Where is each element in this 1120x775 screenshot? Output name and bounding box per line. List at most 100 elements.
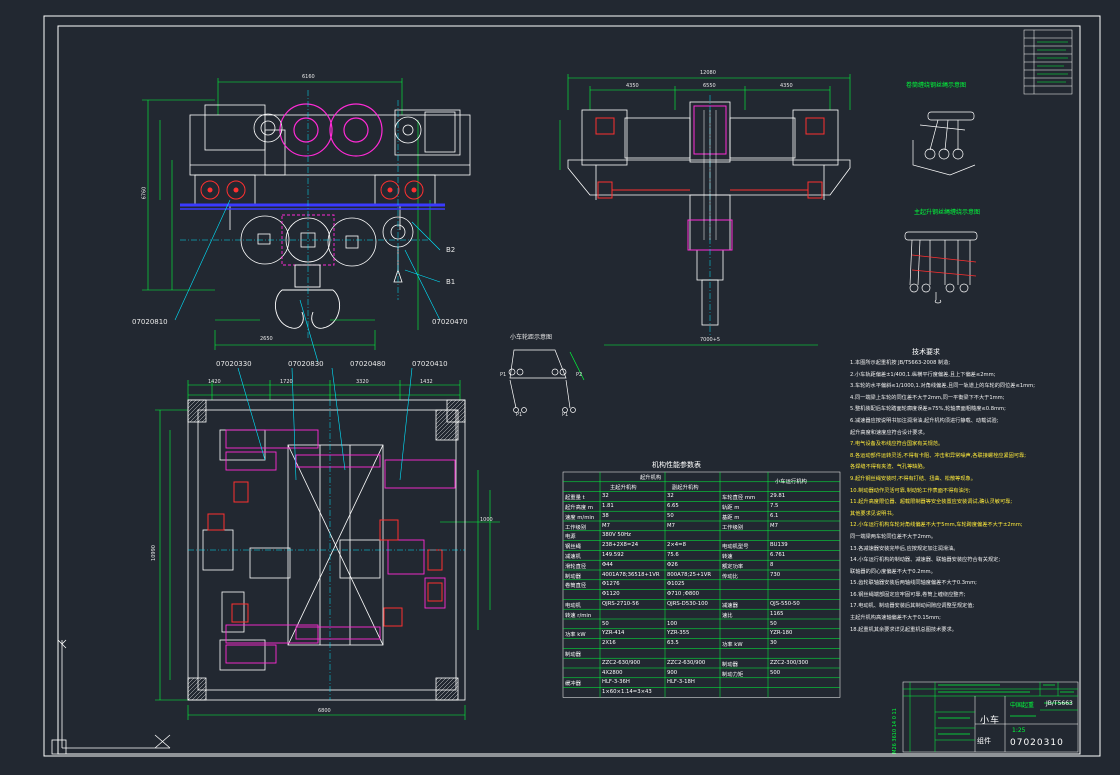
ucs-icon — [51, 639, 171, 755]
table-cell: 50 — [667, 512, 674, 519]
table-cell: YZR-414 — [602, 630, 625, 637]
dim-plan-b: 1720 — [280, 379, 293, 385]
table-cell: 传动比 — [722, 573, 738, 580]
table-cell: 63.5 — [667, 640, 679, 647]
tech-note-line: 起升高度和速度应符合设计要求。 — [850, 429, 928, 436]
tech-note-line: 10.制动器动作灵活可靠,制动轮工作表面不得有油污; — [850, 487, 971, 494]
table-cell: 50 — [770, 620, 777, 627]
revision-block — [1023, 29, 1073, 95]
table-cell: 4001A78;36518+1VR — [602, 571, 660, 578]
table-cell: 500 — [770, 669, 781, 676]
table-cell: Φ1120 — [602, 591, 620, 598]
table-cell: 转速 r/min — [565, 612, 592, 619]
parameter-table-grid — [562, 471, 841, 698]
dim-plan-a: 1420 — [208, 379, 221, 385]
dim-front-bottom: 2650 — [260, 336, 273, 342]
dim-plan-right: 1000 — [480, 517, 493, 523]
sheave-bottom-title: 主起升钢丝绳缠绕示意图 — [914, 209, 981, 216]
callout-07020830: 07020830 — [288, 360, 324, 368]
tech-note-line: 联轴器的同心度偏差不大于0.2mm。 — [850, 568, 936, 575]
side-view — [559, 74, 851, 346]
tech-note-line: 9.起升钢丝绳安装时,不得有打结、扭曲、松散等现象。 — [850, 475, 976, 482]
table-cell: 电源 — [565, 534, 576, 541]
table-cell: Φ44 — [602, 561, 613, 568]
tech-note-line: 1.本图所示起重机按 JB/T5663-2008 制造; — [850, 360, 951, 366]
title-std: JB/T5663 — [1046, 700, 1073, 707]
table-cell: Φ1276 — [602, 581, 620, 588]
dim-front-left: 6760 — [141, 186, 148, 200]
table-cell: ZZC2-630/900 — [602, 659, 641, 666]
table-cell: 800A78;25+1VR — [667, 571, 712, 578]
tech-notes-title: 技术要求 — [912, 348, 940, 356]
table-cell: 1×60×1.14=3×43 — [602, 689, 652, 696]
callout-07020810: 07020810 — [132, 318, 168, 326]
inner-border — [57, 25, 1081, 755]
wheel-label-p3: P1 — [516, 412, 523, 418]
table-cell: 30 — [770, 640, 777, 647]
tech-note-line: 4.同一端梁上车轮的同位差不大于2mm,同一平衡梁下不大于1mm; — [850, 394, 1005, 401]
table-cell: 缓冲器 — [565, 681, 581, 688]
table-cell: 6.761 — [770, 551, 786, 558]
tech-note-line: 11.起升高度限位器、超载限制器等安全装置应安装调试,确认灵敏可靠; — [850, 499, 1013, 506]
table-cell: 4X2800 — [602, 669, 623, 676]
table-cell: HLF-3-18H — [667, 679, 695, 686]
table-cell: 50 — [602, 620, 609, 627]
table-cell: 卷筒直径 — [565, 583, 587, 590]
front-view — [142, 78, 471, 363]
outer-border — [43, 15, 1101, 757]
table-cell: 29.81 — [770, 493, 786, 500]
tech-note-line: 18.起重机其余要求详见起重机总图技术要求。 — [850, 626, 957, 633]
tech-note-line: 5.整机装配后车轮踏面轮廓度误差≥75%,轮轴表面粗糙度≤0.8mm; — [850, 406, 1006, 413]
table-cell: 额定功率 — [722, 563, 744, 570]
table-cell: 功率 kW — [565, 632, 586, 639]
tech-note-line: 12.小车运行机构车轮对角线偏差不大于5mm,车轮跨度偏差不大于±2mm; — [850, 522, 1023, 529]
table-cell: ZZC2-300/300 — [770, 659, 809, 666]
tech-note-line: 6.减速器应按说明书加注润滑油,起升机构须进行静载、动载试验; — [850, 417, 999, 424]
table-cell: 730 — [770, 571, 781, 578]
tech-note-line: 17.电动机、制动器安装后其制动间隙应调整至规定值; — [850, 603, 975, 610]
table-cell: 减速机 — [565, 553, 581, 560]
tech-note-line: 2.小车轨距偏差±1/400,1.纵横平行度偏差,且上下偏差≤2mm; — [850, 371, 996, 378]
table-cell: 滑轮直径 — [565, 563, 587, 570]
dim-plan-bottom: 6800 — [318, 708, 331, 714]
table-cell: Φ710 ;Φ800 — [667, 591, 700, 598]
table-cell: QJRS-2710-56 — [602, 600, 639, 607]
table-cell: 基距 m — [722, 514, 740, 521]
table-cell: 2X16 — [602, 640, 616, 647]
table-cell: 工作级别 — [722, 524, 744, 531]
dim-side-c: 4350 — [780, 83, 793, 89]
table-cell: 900 — [667, 669, 678, 676]
callout-07020480: 07020480 — [350, 360, 386, 368]
table-cell: 6.1 — [770, 512, 779, 519]
table-cell: M7 — [770, 522, 778, 529]
wheel-label-p1: P1 — [500, 372, 507, 378]
sheave-top-title: 卷筒缠绕钢丝绳示意图 — [906, 82, 967, 89]
table-cell: 100 — [667, 620, 678, 627]
table-cell: 转速 — [722, 553, 733, 560]
table-cell: QJS-550-50 — [770, 600, 800, 607]
tech-note-line: 13.各减速器安装完毕后,应按规定加注润滑油。 — [850, 545, 959, 552]
tech-note-line: 各焊缝不得有夹渣、气孔等缺陷。 — [850, 464, 928, 471]
tech-note-line: 16.钢丝绳端部固定应牢固可靠,卷筒上缠绕应整齐; — [850, 591, 966, 598]
table-cell: 38 — [602, 512, 609, 519]
table-cell: Φ1025 — [667, 581, 685, 588]
tech-note-line: 3.车轮的水平偏斜≤1/1000,1.对角线偏差,且同一轨道上的车轮的同位差≤1… — [850, 383, 1035, 390]
table-cell: 8 — [770, 561, 774, 568]
table-cell: 轨距 m — [722, 504, 740, 511]
table-cell: 电动机型号 — [722, 544, 749, 551]
table-cell: 制动器 — [565, 651, 581, 658]
table-cell: 速比 — [722, 612, 733, 619]
tech-note-line: 15.齿轮联轴器安装后两轴线同轴度偏差不大于0.3mm; — [850, 580, 977, 587]
table-cell: 起重量 t — [565, 495, 585, 502]
table-subheader-aux: 副起升机构 — [672, 484, 699, 491]
tech-notes: 1.本图所示起重机按 JB/T5663-2008 制造; 2.小车轨距偏差±1/4… — [850, 358, 1075, 636]
table-cell: 工作级别 — [565, 524, 587, 531]
drawing-number: 07020310 — [1010, 738, 1064, 748]
tech-note-line: 同一端梁两车轮同位差不大于2mm。 — [850, 533, 937, 540]
table-cell: 功率 kW — [722, 642, 743, 649]
wheel-schematic — [508, 349, 585, 413]
tech-note-line: 14.小车运行机构的制动器、减速器、联轴器安装应符合有关规定; — [850, 557, 1001, 564]
table-cell: 149.592 — [602, 551, 624, 558]
table-cell: 7.5 — [770, 502, 779, 509]
